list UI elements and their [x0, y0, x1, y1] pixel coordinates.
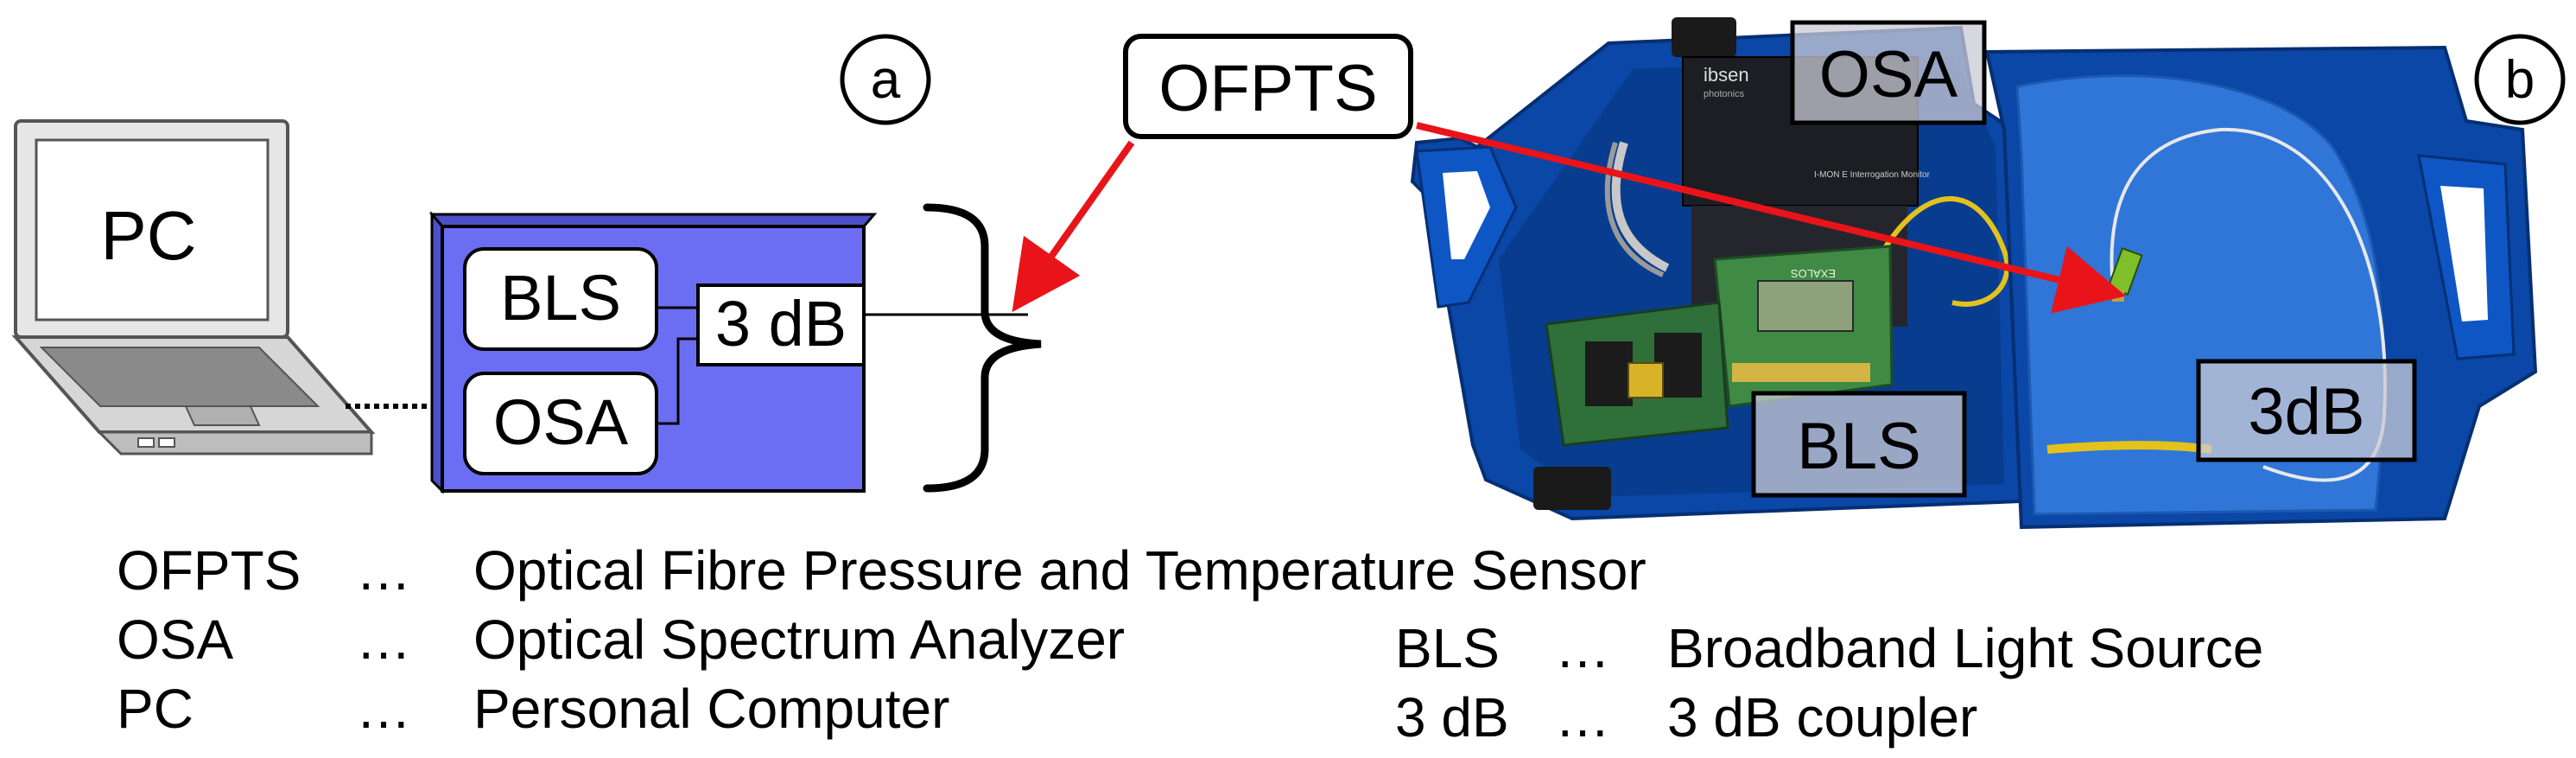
- legend: OFPTS … Optical Fibre Pressure and Tempe…: [117, 539, 2263, 748]
- panel-b-label: b: [2474, 34, 2566, 125]
- osa-interrogator-text: I-MON E Interrogation Monitor: [1814, 170, 1931, 180]
- case-right-handle-opening: [2440, 186, 2488, 322]
- bls-box: BLS: [463, 247, 658, 351]
- yellow-fibre-cable: [1881, 196, 2010, 307]
- photo-label-osa: OSA: [1790, 20, 1987, 125]
- legend-desc-coupler: 3 dB coupler: [1667, 686, 1977, 748]
- legend-abbr-ofpts: OFPTS: [117, 539, 301, 602]
- case-latch-bottom: [1533, 467, 1611, 510]
- legend-desc-bls: Broadband Light Source: [1667, 617, 2263, 679]
- legend-sep-pc: …: [356, 678, 411, 740]
- photo-osa-text: OSA: [1819, 38, 1958, 111]
- osa-label: OSA: [493, 386, 629, 458]
- panel-b-photo: ibsen photonics I-MON E Interrogation Mo…: [1410, 17, 2566, 530]
- case-latch-top: [1672, 17, 1736, 57]
- board-brand-text: EXALOS: [1791, 267, 1836, 280]
- legend-abbr-bls: BLS: [1395, 617, 1500, 679]
- osa-to-coupler-line: [657, 337, 698, 425]
- grey-cable-2: [1604, 142, 1665, 277]
- legend-sep-osa: …: [356, 608, 411, 671]
- osa-box: OSA: [463, 372, 658, 475]
- coupler-box: 3 dB: [696, 283, 866, 366]
- grey-cable: [1611, 141, 1670, 272]
- fibre-connector-ferrule: [2112, 290, 2124, 302]
- osa-brand-text: ibsen: [1704, 64, 1749, 86]
- panel-b-letter: b: [2505, 50, 2535, 110]
- ofpts-callout: OFPTS: [1012, 34, 2127, 314]
- header-pins: [1732, 363, 1870, 382]
- legend-sep-ofpts: …: [356, 539, 411, 602]
- legend-sep-bls: …: [1555, 617, 1610, 679]
- photo-coupler-text: 3dB: [2248, 375, 2364, 449]
- ofpts-label: OFPTS: [1158, 52, 1377, 125]
- interrogator-device: BLS OSA 3 dB: [428, 210, 878, 494]
- legend-desc-osa: Optical Spectrum Analyzer: [473, 608, 1125, 671]
- legend-abbr-pc: PC: [117, 678, 194, 740]
- legend-abbr-osa: OSA: [117, 608, 233, 671]
- panel-a-letter: a: [871, 50, 901, 110]
- ofpts-arrow-schematic: [1012, 140, 1135, 313]
- white-fibre-coil: [2110, 127, 2387, 482]
- panel-a-label: a: [840, 34, 931, 125]
- photo-bls-text: BLS: [1797, 410, 1921, 483]
- bls-label: BLS: [500, 262, 621, 334]
- bls-circuit-board: EXALOS: [1545, 245, 1894, 447]
- ofpts-arrow-photo: [1416, 122, 2127, 314]
- photo-label-bls: BLS: [1751, 391, 1967, 498]
- legend-sep-coupler: …: [1555, 686, 1610, 748]
- photo-label-coupler: 3dB: [2196, 359, 2417, 462]
- laptop-icon: PC: [11, 119, 376, 455]
- osa-brand-sub-text: photonics: [1704, 89, 1745, 99]
- pc-label: PC: [100, 197, 196, 274]
- coupler-label: 3 dB: [715, 288, 847, 360]
- legend-desc-pc: Personal Computer: [473, 678, 949, 740]
- case-left-handle-opening: [1443, 171, 1490, 259]
- yellow-fibre-bundle: [2046, 441, 2212, 454]
- legend-abbr-coupler: 3 dB: [1395, 686, 1509, 748]
- fibre-bundle-brace: [923, 203, 1042, 493]
- legend-desc-ofpts: Optical Fibre Pressure and Temperature S…: [473, 539, 1646, 602]
- panel-a: a PC BLS OSA: [11, 34, 1042, 494]
